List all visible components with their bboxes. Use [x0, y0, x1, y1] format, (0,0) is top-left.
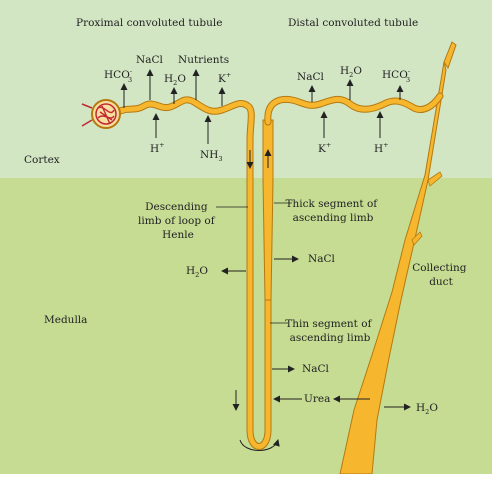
thick-ascending-limb — [262, 119, 274, 301]
glomerulus — [81, 99, 121, 129]
label-descending-limb: Descending limb of loop of Henle — [138, 201, 218, 241]
label-thin-segment: Thin segment of ascending limb — [285, 318, 375, 344]
pct-h-label: H+ — [150, 141, 165, 155]
pct-hco3-label: HCO-3 — [104, 67, 132, 84]
loop-nacl-lower-label: NaCl — [302, 363, 329, 375]
flow-arrow-turn — [239, 439, 280, 451]
label-medulla: Medulla — [44, 314, 87, 326]
title-distal: Distal convoluted tubule — [288, 17, 418, 29]
urea-label: Urea — [304, 393, 330, 405]
loop-h2o-label: H2O — [186, 265, 208, 279]
label-collecting-duct: Collecting duct — [412, 262, 470, 288]
duct-h2o-label: H2O — [416, 402, 438, 416]
dct-h2o-label: H2O — [340, 65, 362, 79]
label-thick-segment: Thick segment of ascending limb — [285, 198, 380, 224]
loop-nacl-upper-label: NaCl — [308, 253, 335, 265]
pct-nh3-label: NH3 — [200, 149, 223, 163]
pct-k-label: K+ — [218, 71, 231, 85]
dct-k-label: K+ — [318, 141, 331, 155]
pct-nutrients-label: Nutrients — [178, 54, 229, 66]
label-cortex: Cortex — [24, 154, 60, 166]
pct-h2o-label: H2O — [164, 73, 186, 87]
dct-h-label: H+ — [374, 141, 389, 155]
title-proximal: Proximal convoluted tubule — [76, 17, 222, 29]
dct-hco3-label: HCO-3 — [382, 67, 410, 84]
dct-nacl-label: NaCl — [297, 71, 324, 83]
pct-nacl-label: NaCl — [136, 54, 163, 66]
cortex-region — [0, 0, 492, 178]
